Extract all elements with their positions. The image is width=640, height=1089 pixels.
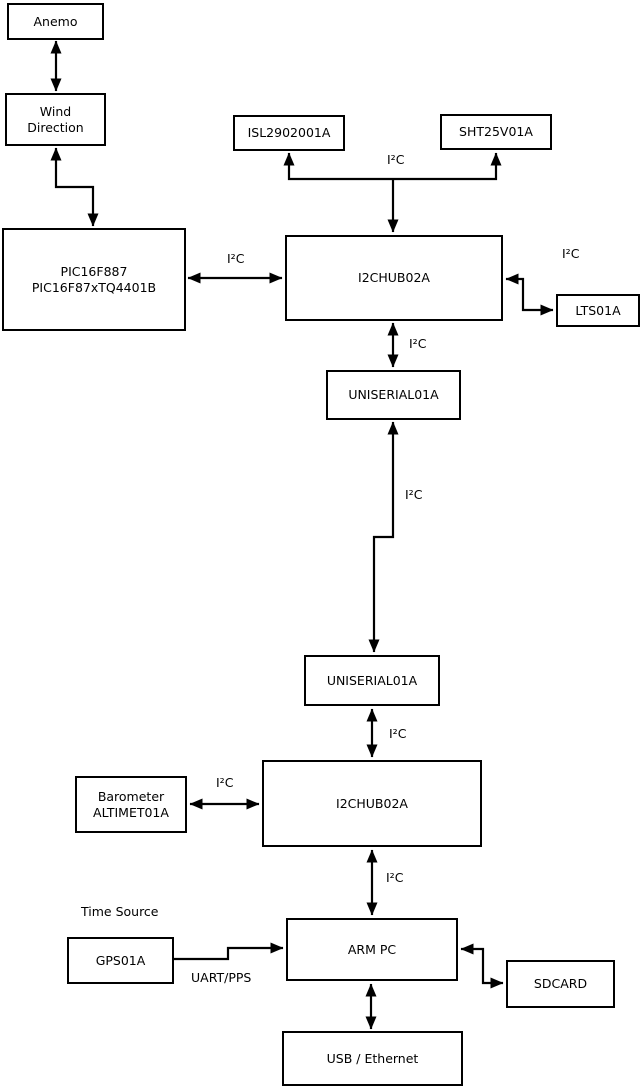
node-arm-pc-label: ARM PC [347, 941, 397, 957]
connector-uniserialtop-uniserialbottom [368, 421, 399, 653]
node-i2chub02a-top-label: I2CHUB02A [358, 270, 430, 286]
edge-label-i2c-pic-hub: I²C [227, 251, 245, 266]
node-wind-direction-label: Wind Direction [27, 104, 84, 135]
node-isl2902001a: ISL2902001A [233, 115, 345, 151]
node-pic16f887: PIC16F887 PIC16F87xTQ4401B [2, 228, 186, 331]
edge-label-time-source: Time Source [81, 904, 159, 919]
node-uniserial01a-top: UNISERIAL01A [326, 370, 461, 420]
node-usb-ethernet-label: USB / Ethernet [326, 1050, 419, 1066]
node-arm-pc: ARM PC [286, 918, 458, 981]
edge-label-i2c-hub2-armpc: I²C [386, 870, 404, 885]
node-uniserial01a-top-label: UNISERIAL01A [348, 387, 439, 403]
edge-label-uart-pps: UART/PPS [191, 970, 252, 985]
node-sht25v01a-label: SHT25V01A [459, 124, 533, 140]
edge-label-i2c-uniserial-hub2: I²C [389, 726, 407, 741]
connector-armpc-sdcard [460, 943, 504, 989]
node-barometer-altimet01a: Barometer ALTIMET01A [75, 776, 187, 833]
node-sht25v01a: SHT25V01A [440, 114, 552, 150]
edge-label-i2c-hub-uniserial: I²C [409, 336, 427, 351]
node-i2chub02a-bottom: I2CHUB02A [262, 760, 482, 847]
node-anemo-label: Anemo [33, 13, 78, 29]
node-uniserial01a-bottom-label: UNISERIAL01A [326, 672, 418, 688]
node-lts01a-label: LTS01A [575, 302, 621, 318]
node-uniserial01a-bottom: UNISERIAL01A [304, 655, 440, 706]
connector-winddirection-pic [50, 147, 99, 227]
edge-label-i2c-barometer: I²C [216, 775, 234, 790]
node-sdcard-label: SDCARD [533, 976, 588, 992]
edge-label-i2c-branch: I²C [387, 152, 405, 167]
node-pic16f887-label: PIC16F887 PIC16F87xTQ4401B [31, 264, 157, 295]
edge-label-i2c-uniserial-link: I²C [405, 487, 423, 502]
node-lts01a: LTS01A [556, 294, 640, 327]
node-gps01a: GPS01A [67, 937, 174, 984]
connector-gps-armpc [173, 942, 284, 961]
connector-i2chubtop-lts [505, 273, 554, 316]
node-anemo: Anemo [7, 3, 104, 40]
node-sdcard: SDCARD [506, 960, 615, 1008]
node-i2chub02a-top: I2CHUB02A [285, 235, 503, 321]
node-gps01a-label: GPS01A [95, 952, 146, 968]
node-usb-ethernet: USB / Ethernet [282, 1031, 463, 1086]
node-i2chub02a-bottom-label: I2CHUB02A [336, 795, 408, 811]
node-barometer-altimet01a-label: Barometer ALTIMET01A [93, 789, 169, 820]
node-isl2902001a-label: ISL2902001A [247, 125, 331, 141]
node-wind-direction: Wind Direction [5, 93, 106, 146]
edge-label-i2c-lts: I²C [562, 246, 580, 261]
